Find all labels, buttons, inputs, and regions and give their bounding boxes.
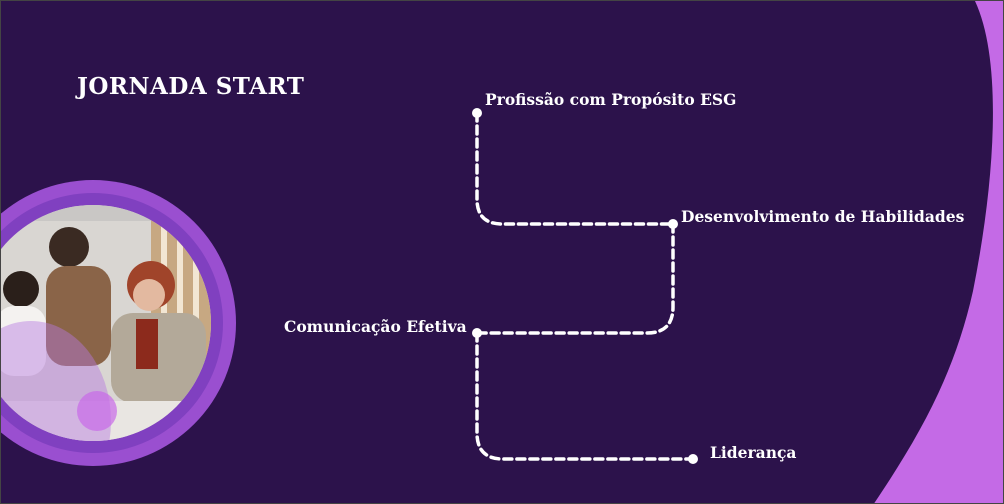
node-dot-2 xyxy=(668,219,678,229)
step-label-profissao: Profissão com Propósito ESG xyxy=(485,90,737,109)
team-photo xyxy=(1,180,236,466)
node-dot-4 xyxy=(688,454,698,464)
step-label-comunicacao: Comunicação Efetiva xyxy=(284,317,467,336)
right-decorative-wave xyxy=(874,1,1003,503)
path-segment-1 xyxy=(475,111,675,226)
path-segment-3 xyxy=(475,331,695,461)
node-dot-1 xyxy=(472,108,482,118)
slide-title: JORNADA START xyxy=(77,73,305,100)
step-label-desenvolvimento: Desenvolvimento de Habilidades xyxy=(681,207,965,226)
path-segment-2 xyxy=(475,222,675,335)
node-dot-3 xyxy=(472,328,482,338)
step-label-lideranca: Liderança xyxy=(710,443,797,462)
